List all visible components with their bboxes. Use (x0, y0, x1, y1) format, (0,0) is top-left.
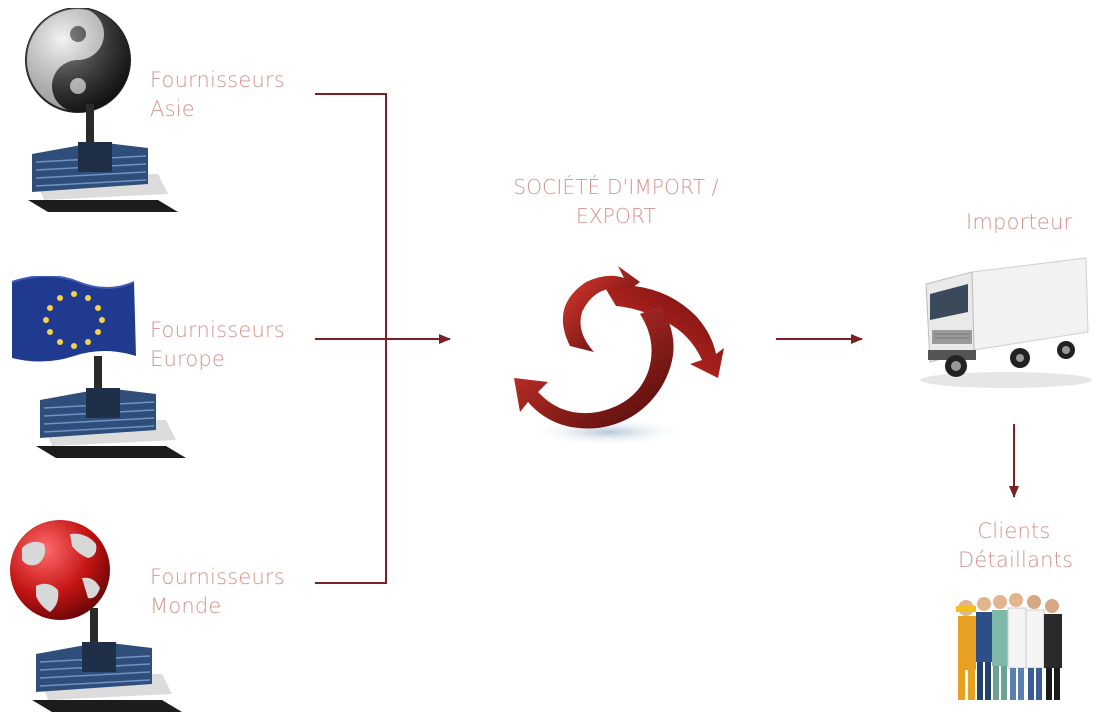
person-icon (956, 600, 976, 700)
globe-icon (10, 520, 110, 620)
people-group-icon (944, 586, 1078, 724)
truck-icon (916, 254, 1094, 390)
factory-icon (28, 104, 178, 212)
exchange-arrows-icon (490, 236, 740, 486)
person-icon (1025, 595, 1045, 700)
person-icon (976, 597, 992, 700)
factory-icon (36, 356, 186, 458)
supplier-europe-icon-group (8, 275, 198, 466)
person-icon (1044, 599, 1062, 700)
supplier-asia-icon-group (10, 7, 180, 218)
person-icon (992, 595, 1008, 700)
factory-icon (32, 608, 182, 712)
supplier-world-icon-group (8, 518, 188, 724)
person-icon (1007, 593, 1027, 700)
company-label: SOCIÉTÉ D'IMPORT /EXPORT (513, 175, 719, 228)
eu-flag-icon (11, 275, 136, 362)
importer-label: Importeur (966, 210, 1073, 234)
yin-yang-icon (25, 7, 131, 113)
